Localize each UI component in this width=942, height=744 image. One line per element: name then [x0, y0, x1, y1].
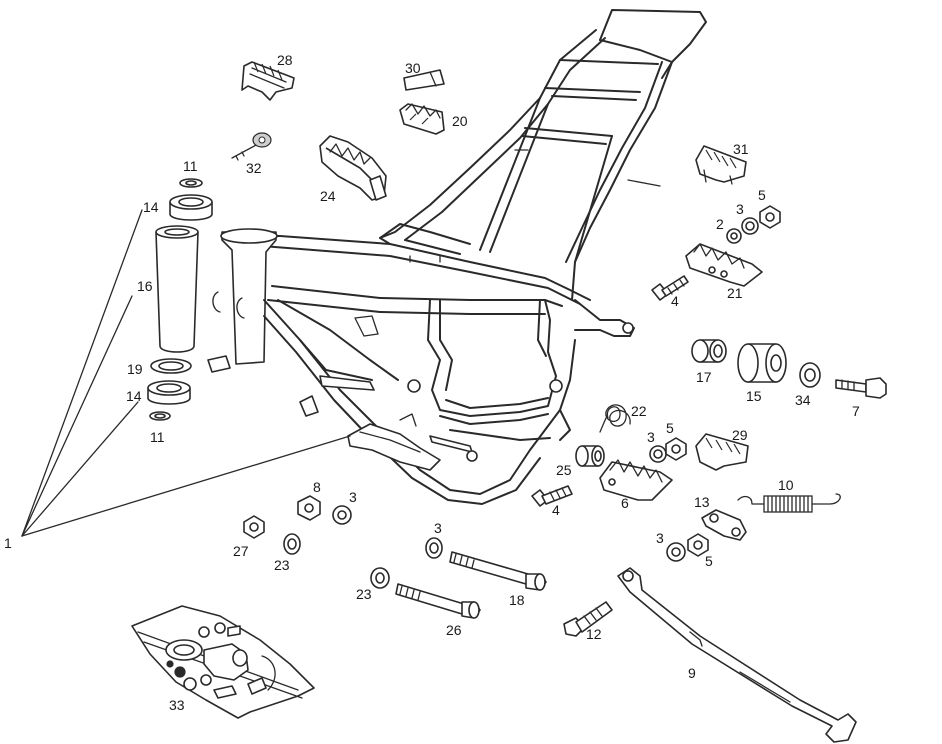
callout-4: 4	[671, 293, 679, 309]
callout-3: 3	[349, 489, 357, 505]
bolt-7	[835, 377, 887, 399]
key-32	[231, 132, 272, 161]
callout-26: 26	[446, 622, 462, 638]
callout-25: 25	[556, 462, 572, 478]
footpeg-21	[685, 243, 763, 287]
bracket-13	[701, 509, 747, 541]
bushing-25	[575, 445, 605, 467]
callout-5: 5	[705, 553, 713, 569]
callout-5: 5	[666, 420, 674, 436]
part-16-tube-icon	[155, 231, 199, 353]
callout-1: 1	[4, 535, 12, 551]
callout-29: 29	[732, 427, 748, 443]
callout-11: 11	[150, 429, 165, 445]
callout-14: 14	[143, 199, 159, 215]
spring-10	[737, 493, 841, 513]
callout-8: 8	[313, 479, 321, 495]
callout-17: 17	[696, 369, 712, 385]
bushing-17	[691, 339, 727, 363]
washer-3-center	[332, 505, 352, 525]
callout-23: 23	[356, 586, 372, 602]
bolt-4-right	[651, 275, 689, 301]
bolt-18	[449, 551, 547, 591]
footpeg-6	[599, 459, 673, 501]
callout-31: 31	[733, 141, 749, 157]
callout-3: 3	[647, 429, 655, 445]
callout-22: 22	[631, 403, 647, 419]
footpeg-20	[399, 103, 445, 135]
washer-34	[799, 362, 821, 388]
callout-32: 32	[246, 160, 262, 176]
callout-11: 11	[183, 158, 198, 174]
callout-21: 21	[727, 285, 743, 301]
callout-20: 20	[452, 113, 468, 129]
callout-18: 18	[509, 592, 525, 608]
peg-rubber-29	[695, 433, 749, 471]
callout-33: 33	[169, 697, 185, 713]
callout-9: 9	[688, 665, 696, 681]
bolt-4-center	[531, 485, 573, 507]
callout-12: 12	[586, 626, 602, 642]
callout-14: 14	[126, 388, 142, 404]
washer-3-bolt18	[425, 537, 443, 559]
callout-3: 3	[434, 520, 442, 536]
bolt-26	[395, 583, 481, 619]
callout-28: 28	[277, 52, 293, 68]
callout-24: 24	[320, 188, 336, 204]
peg-rubber-28	[241, 61, 295, 101]
callout-7: 7	[852, 403, 860, 419]
spring-22	[599, 404, 631, 433]
leader-lines-1	[21, 209, 351, 537]
washer-23-lower	[370, 567, 390, 589]
callout-27: 27	[233, 543, 249, 559]
callout-5: 5	[758, 187, 766, 203]
callout-2: 2	[716, 216, 724, 232]
callout-3: 3	[736, 201, 744, 217]
hardware-kit-33	[131, 605, 315, 719]
nut-27	[243, 515, 265, 539]
side-stand-9	[617, 567, 857, 743]
callout-6: 6	[621, 495, 629, 511]
main-frame	[207, 9, 707, 505]
callout-16: 16	[137, 278, 153, 294]
callout-4: 4	[552, 502, 560, 518]
nut-washer-3-5-mid	[649, 437, 687, 463]
callout-3: 3	[656, 530, 664, 546]
callout-30: 30	[405, 60, 421, 76]
callout-34: 34	[795, 392, 811, 408]
washer-23-upper	[283, 533, 301, 555]
steering-bearing-stack	[147, 178, 213, 421]
callout-10: 10	[778, 477, 794, 493]
bolt-12	[563, 601, 613, 637]
nut-washer-set-2-3-5	[726, 205, 781, 244]
callout-19: 19	[127, 361, 143, 377]
bushing-15	[737, 343, 787, 383]
callout-23: 23	[274, 557, 290, 573]
nut-washer-3-5-lower	[666, 533, 709, 562]
callout-15: 15	[746, 388, 762, 404]
callout-13: 13	[694, 494, 710, 510]
bracket-30	[403, 69, 445, 91]
callouts: 1 2 3 3 3 3 3 4 4 5 5 5 6 7 8 9 10 11 11…	[4, 52, 860, 713]
peg-rubber-31	[695, 145, 747, 185]
nut-8	[297, 495, 321, 521]
footpeg-24	[319, 135, 387, 201]
